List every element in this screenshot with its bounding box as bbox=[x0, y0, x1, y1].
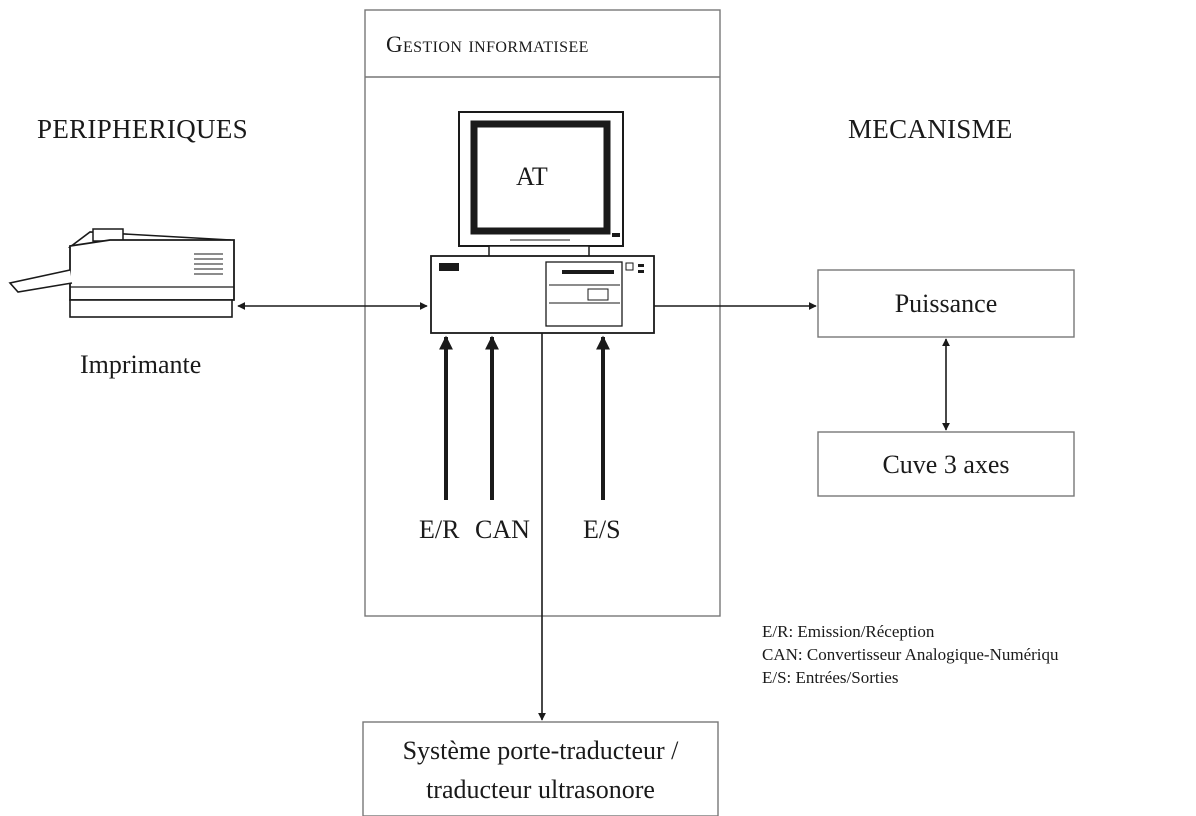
printer-icon bbox=[8, 228, 235, 318]
puissance-label: Puissance bbox=[894, 289, 998, 318]
peripheriques-heading: PERIPHERIQUES bbox=[37, 114, 248, 144]
legend-entry-er: E/R: Emission/Réception bbox=[762, 622, 935, 641]
legend: E/R: Emission/Réception CAN: Convertisse… bbox=[762, 620, 1059, 689]
printer-label: Imprimante bbox=[80, 350, 202, 379]
can-label: CAN bbox=[475, 515, 530, 544]
legend-entry-can: CAN: Convertisseur Analogique-Numériqu bbox=[762, 645, 1059, 664]
es-label: E/S bbox=[583, 515, 621, 544]
puissance-box bbox=[817, 269, 1075, 338]
systeme-label-line1: Système porte-traducteur / bbox=[402, 736, 679, 765]
systeme-box bbox=[362, 721, 719, 816]
computer-case-icon bbox=[430, 255, 655, 334]
er-label: E/R bbox=[419, 515, 460, 544]
gestion-title: Gestion informatisee bbox=[386, 32, 589, 57]
cuve-box bbox=[817, 431, 1075, 497]
monitor-label: AT bbox=[516, 162, 548, 191]
cuve-label: Cuve 3 axes bbox=[882, 450, 1010, 479]
systeme-label-line2: traducteur ultrasonore bbox=[426, 775, 655, 804]
mecanisme-heading: MECANISME bbox=[848, 114, 1013, 144]
legend-entry-es: E/S: Entrées/Sorties bbox=[762, 668, 899, 687]
monitor-icon bbox=[458, 111, 624, 259]
